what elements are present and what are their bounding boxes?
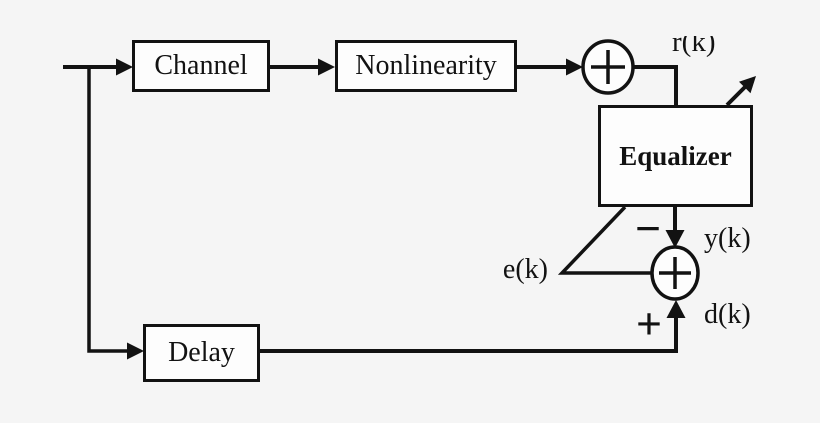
arrowhead-right-icon xyxy=(116,58,133,76)
signal-label-rk: r(k) xyxy=(672,36,716,57)
arrowhead-up-icon xyxy=(666,300,686,318)
signal-label-ek: e(k) xyxy=(502,254,548,285)
channel-label: Channel xyxy=(154,50,248,81)
channel-to-nonlinearity-arrow xyxy=(270,58,335,76)
nonlinearity-label: Nonlinearity xyxy=(355,50,497,81)
delay-output-arrow xyxy=(260,300,686,353)
adaptation-arrow xyxy=(725,76,756,107)
plus-cross-icon xyxy=(659,257,691,289)
error-summing-junction xyxy=(650,245,700,301)
nonlinearity-block: Nonlinearity xyxy=(335,40,517,92)
arrowhead-right-icon xyxy=(566,58,583,76)
arrowhead-diagonal-icon xyxy=(739,76,756,94)
summer-to-equalizer-line xyxy=(633,65,678,107)
nonlinearity-to-summer-arrow xyxy=(516,58,583,76)
delay-block: Delay xyxy=(143,324,260,382)
arrowhead-down-icon xyxy=(665,230,685,248)
equalizer-output-arrow xyxy=(665,206,685,248)
input-arrow xyxy=(63,58,133,76)
plus-cross-icon xyxy=(591,50,625,84)
delay-label: Delay xyxy=(168,337,235,368)
signal-label-yk: y(k) xyxy=(704,223,751,254)
plus-sign: + xyxy=(635,298,663,349)
equalizer-block: Equalizer xyxy=(598,105,753,207)
arrowhead-right-icon xyxy=(127,342,144,360)
error-feedback-line xyxy=(557,205,652,275)
channel-noise-summing-junction xyxy=(581,39,635,95)
minus-sign: − xyxy=(634,203,662,254)
input-branch-to-delay xyxy=(87,67,144,360)
arrowhead-right-icon xyxy=(318,58,335,76)
equalizer-label: Equalizer xyxy=(619,140,732,171)
signal-label-dk: d(k) xyxy=(704,299,751,330)
channel-block: Channel xyxy=(132,40,270,92)
